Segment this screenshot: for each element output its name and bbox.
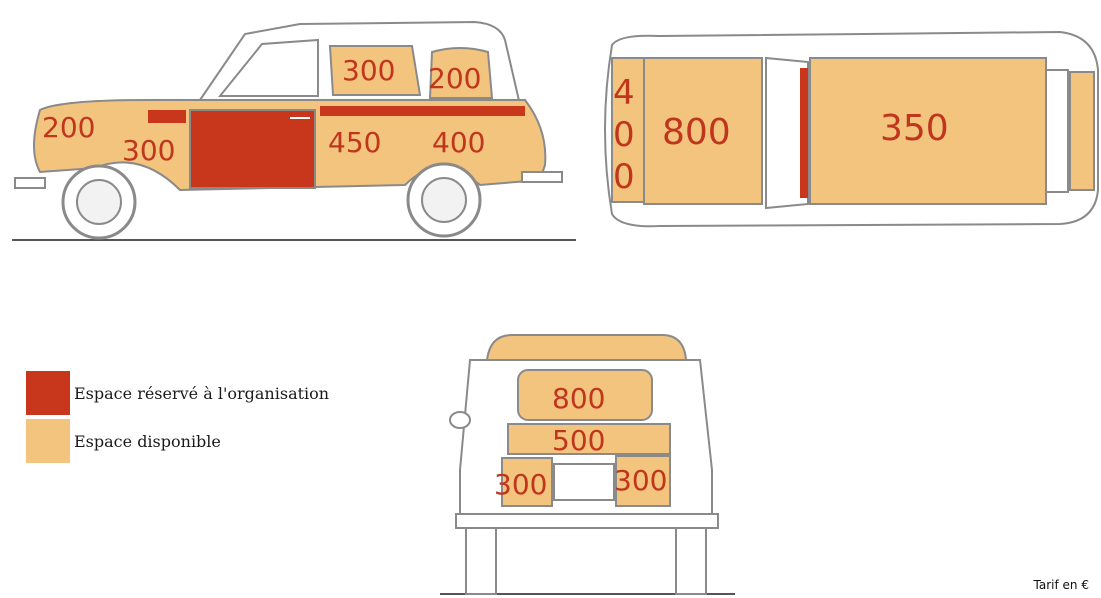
side-price-rear-door: 450 — [328, 126, 381, 159]
side-front-door-reserved — [190, 110, 315, 188]
top-rear-section — [1046, 70, 1068, 192]
legend-swatch-reserved — [26, 371, 70, 415]
side-price-front-window: 300 — [342, 54, 395, 87]
tarif-note: Tarif en € — [1034, 578, 1089, 592]
legend-row-available: Espace disponible — [26, 418, 221, 464]
rear-price-band: 500 — [552, 424, 605, 457]
top-price-hood-digit-2: 0 — [613, 115, 635, 155]
top-price-hood-digit-1: 4 — [613, 73, 635, 113]
rear-price-window: 800 — [552, 382, 605, 415]
side-wing-badge-reserved — [148, 110, 186, 123]
side-strip-reserved — [320, 106, 525, 116]
side-front-bumper — [15, 178, 45, 188]
rear-view — [440, 335, 735, 594]
legend-label-reserved: Espace réservé à l'organisation — [74, 384, 329, 403]
top-rear-edge-available — [1070, 72, 1094, 190]
side-price-front-fender: 200 — [42, 111, 95, 144]
top-price-roof: 350 — [880, 108, 949, 149]
legend-label-available: Espace disponible — [74, 432, 221, 451]
rear-side-mirror — [450, 412, 470, 428]
rear-right-tire — [676, 528, 706, 594]
rear-bumper — [456, 514, 718, 528]
top-price-front-area: 800 — [662, 112, 731, 153]
rear-left-tire — [466, 528, 496, 594]
rear-license-plate — [554, 464, 614, 500]
side-view — [12, 22, 576, 240]
side-price-rear-quarter: 400 — [432, 126, 485, 159]
side-price-front-wing: 300 — [122, 134, 175, 167]
legend: Espace réservé à l'organisation Espace d… — [26, 370, 386, 470]
top-price-hood-digit-3: 0 — [613, 157, 635, 197]
rear-price-left-corner: 300 — [494, 468, 547, 501]
rear-roof-available — [487, 335, 686, 360]
legend-row-reserved: Espace réservé à l'organisation — [26, 370, 329, 416]
legend-swatch-available — [26, 419, 70, 463]
rear-price-right-corner: 300 — [614, 464, 667, 497]
side-price-rear-window: 200 — [428, 62, 481, 95]
side-front-hub — [77, 180, 121, 224]
side-rear-hub — [422, 178, 466, 222]
side-rear-bumper — [522, 172, 562, 182]
top-windshield-reserved — [800, 68, 808, 198]
